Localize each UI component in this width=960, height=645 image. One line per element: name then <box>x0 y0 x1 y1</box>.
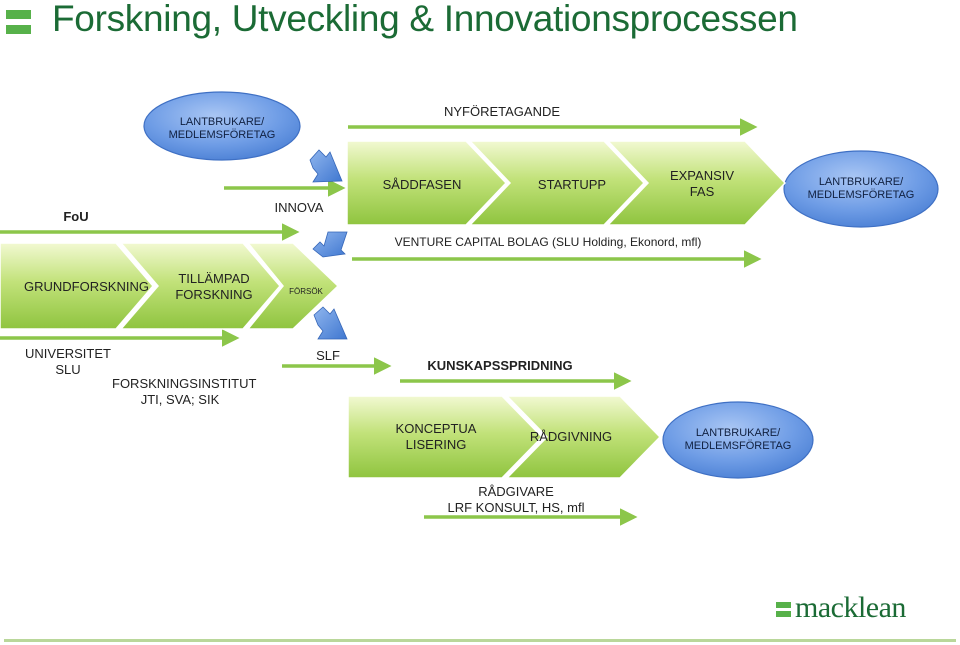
label-radgivare: RÅDGIVARE LRF KONSULT, HS, mfl <box>447 484 585 515</box>
label-slf: SLF <box>316 348 340 363</box>
chevron-label-tillampad: TILLÄMPAD FORSKNING <box>175 271 253 302</box>
blue-arrow-bottom <box>313 306 348 340</box>
chevron-expansiv-fas <box>606 140 787 226</box>
chevron-konceptualisering <box>347 395 544 479</box>
ellipse-label-bottom: LANTBRUKARE/ MEDLEMSFÖRETAG <box>684 427 792 452</box>
label-venture-capital: VENTURE CAPITAL BOLAG (SLU Holding, Ekon… <box>394 235 702 249</box>
ellipse-lantbrukare-right <box>783 150 939 228</box>
footer-divider <box>4 639 956 642</box>
chevron-forsok <box>246 242 340 330</box>
chevron-grundforskning <box>0 242 154 330</box>
label-universitet: UNIVERSITET SLU <box>25 346 111 377</box>
chevron-tillampad <box>119 242 281 330</box>
chevron-saddfasen <box>346 140 508 226</box>
page-title: Forskning, Utveckling & Innovationsproce… <box>52 0 798 39</box>
label-nyforetagande: NYFÖRETAGANDE <box>443 104 561 119</box>
label-fou: FoU <box>63 209 89 224</box>
chevron-label-saddfasen: SÅDDFASEN <box>382 177 462 192</box>
label-forskningsinstitut: FORSKNINGSINSTITUT JTI, SVA; SIK <box>112 376 257 407</box>
chevron-label-grundforskning: GRUNDFORSKNING <box>24 279 149 294</box>
chevron-label-konceptualisering: KONCEPTUA LISERING <box>395 421 477 452</box>
blue-arrow-middle <box>312 231 348 258</box>
ellipse-lantbrukare-bottom <box>662 401 814 479</box>
label-innova: INNOVA <box>274 200 324 215</box>
ellipse-lantbrukare-top <box>143 91 301 161</box>
logo-wordmark: macklean <box>795 591 906 624</box>
chevron-startupp <box>468 140 646 226</box>
label-kunskapsspridning: KUNSKAPSSPRIDNING <box>427 358 573 373</box>
title-icon <box>6 10 31 34</box>
ellipse-label-right: LANTBRUKARE/ MEDLEMSFÖRETAG <box>807 176 915 201</box>
ellipse-label-top: LANTBRUKARE/ MEDLEMSFÖRETAG <box>168 116 276 141</box>
chevron-label-expansiv-fas: EXPANSIV FAS <box>669 168 735 199</box>
chevron-label-radgivning: RÅDGIVNING <box>529 429 613 444</box>
chevron-label-forsok: FÖRSÖK <box>289 287 323 296</box>
blue-arrow-top <box>309 149 343 183</box>
chevron-label-startupp: STARTUPP <box>537 177 607 192</box>
chevron-radgivning <box>505 395 662 479</box>
